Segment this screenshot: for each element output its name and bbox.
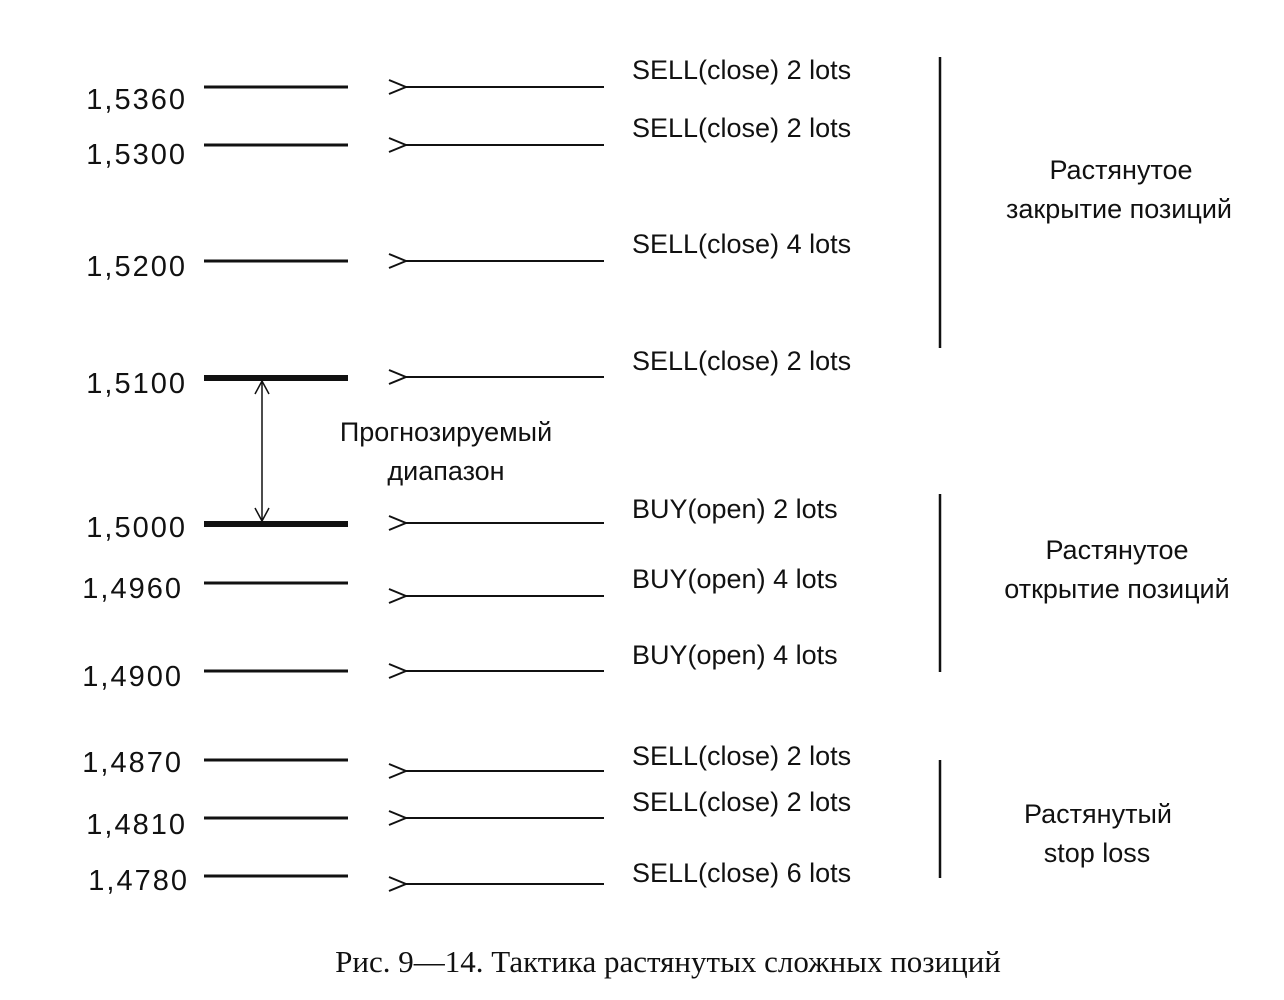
price-level-1-5100: 1,5100 SELL(close) 2 lots	[86, 346, 851, 400]
order-label: BUY(open) 4 lots	[632, 640, 838, 670]
group-label-line2: stop loss	[1044, 838, 1151, 868]
range-arrow-head-up	[254, 379, 270, 395]
price-label: 1,4960	[82, 573, 183, 605]
price-level-1-5300: 1,5300 SELL(close) 2 lots	[86, 113, 851, 171]
order-label: SELL(close) 2 lots	[632, 741, 851, 771]
order-label: BUY(open) 4 lots	[632, 564, 838, 594]
price-level-1-5360: 1,5360 SELL(close) 2 lots	[86, 55, 851, 116]
price-level-1-4870: 1,4870 SELL(close) 2 lots	[82, 741, 851, 779]
order-label: SELL(close) 6 lots	[632, 858, 851, 888]
group-label-line2: закрытие позиций	[1006, 194, 1232, 224]
price-level-1-4810: 1,4810 SELL(close) 2 lots	[86, 787, 851, 841]
price-level-1-5200: 1,5200 SELL(close) 4 lots	[86, 229, 851, 283]
order-label: SELL(close) 2 lots	[632, 113, 851, 143]
price-label: 1,5200	[86, 251, 187, 283]
price-label: 1,4780	[88, 865, 189, 897]
figure-caption: Рис. 9—14. Тактика растянутых сложных по…	[335, 944, 1001, 979]
price-level-1-4780: 1,4780 SELL(close) 6 lots	[88, 858, 851, 897]
price-label: 1,5360	[86, 84, 187, 116]
group-label-line1: Растянутое	[1045, 535, 1188, 565]
order-label: SELL(close) 2 lots	[632, 55, 851, 85]
order-label: SELL(close) 4 lots	[632, 229, 851, 259]
order-label: SELL(close) 2 lots	[632, 346, 851, 376]
group-staggered-closing: Растянутое закрытие позиций	[938, 57, 1232, 348]
group-label-line1: Растянутое	[1049, 155, 1192, 185]
range-label-line1: Прогнозируемый	[340, 417, 552, 447]
price-level-1-4900: 1,4900 BUY(open) 4 lots	[82, 640, 837, 693]
price-label: 1,4900	[82, 661, 183, 693]
group-label-line1: Растянутый	[1024, 799, 1172, 829]
price-label: 1,5300	[86, 139, 187, 171]
price-label: 1,4870	[82, 747, 183, 779]
price-level-1-4960: 1,4960 BUY(open) 4 lots	[82, 564, 837, 605]
price-label: 1,5100	[86, 368, 187, 400]
range-arrow-head-down	[254, 507, 270, 523]
order-label: SELL(close) 2 lots	[632, 787, 851, 817]
group-label-line2: открытие позиций	[1004, 574, 1229, 604]
group-staggered-opening: Растянутое открытие позиций	[938, 494, 1230, 672]
group-staggered-stop-loss: Растянутый stop loss	[938, 760, 1172, 878]
price-label: 1,4810	[86, 809, 187, 841]
order-label: BUY(open) 2 lots	[632, 494, 838, 524]
price-label: 1,5000	[86, 512, 187, 544]
range-label-line2: диапазон	[387, 456, 504, 486]
price-level-1-5000: 1,5000 BUY(open) 2 lots	[86, 494, 837, 544]
forecast-range: Прогнозируемый диапазон	[254, 379, 552, 523]
